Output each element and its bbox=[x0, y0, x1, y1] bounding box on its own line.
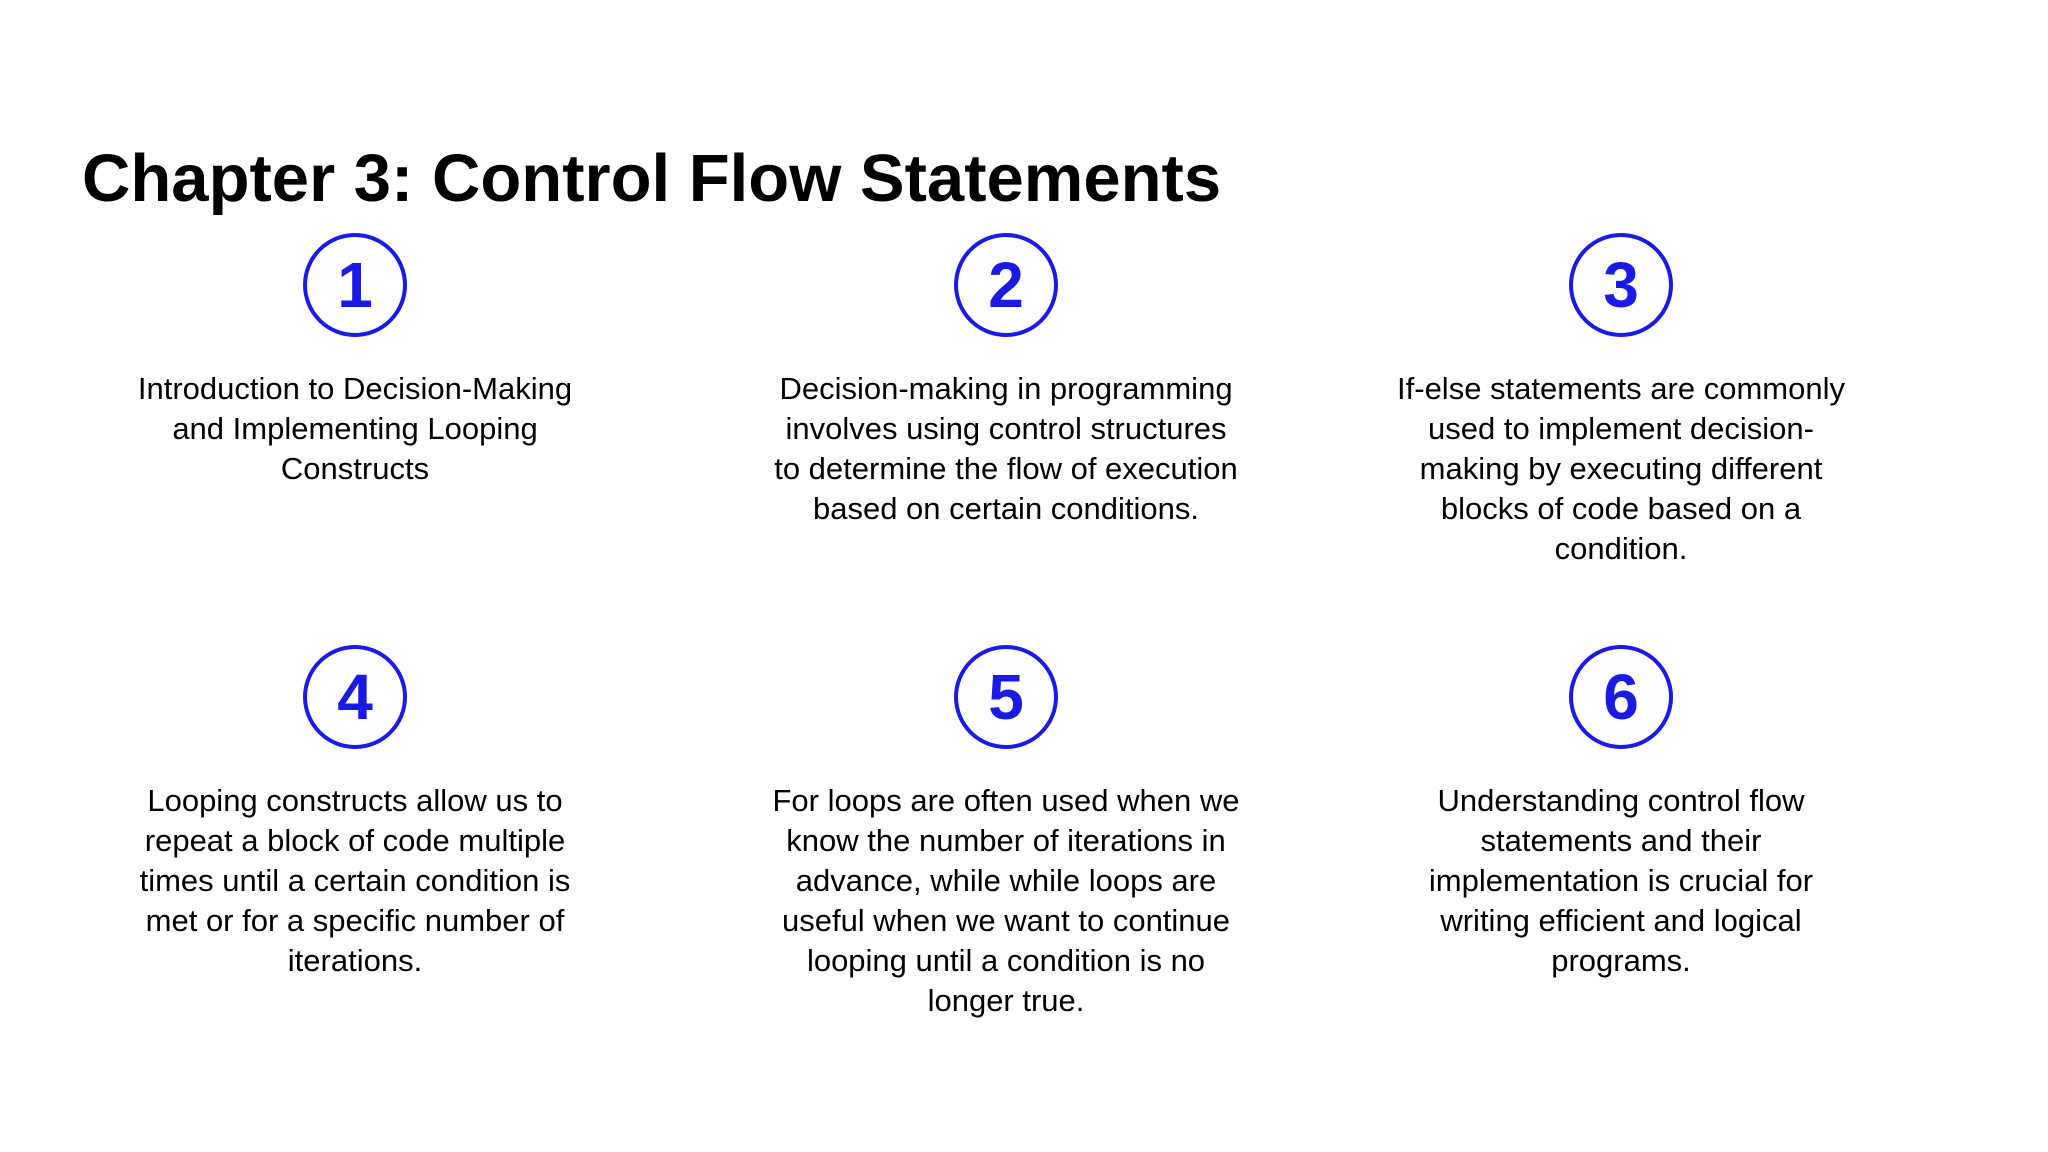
badge-number: 6 bbox=[1603, 661, 1639, 733]
numbered-item-3: 3 If-else statements are commonly used t… bbox=[1361, 233, 1881, 569]
item-description: Looping constructs allow us to repeat a … bbox=[139, 783, 571, 978]
item-description: If-else statements are commonly used to … bbox=[1397, 371, 1845, 566]
numbered-item-1: 1 Introduction to Decision-Making and Im… bbox=[95, 233, 615, 489]
number-badge-circle: 6 bbox=[1569, 645, 1673, 749]
numbered-item-6: 6 Understanding control flow statements … bbox=[1361, 645, 1881, 981]
badge-number: 2 bbox=[988, 249, 1024, 321]
numbered-item-5: 5 For loops are often used when we know … bbox=[746, 645, 1266, 1021]
item-description: Understanding control flow statements an… bbox=[1428, 783, 1814, 978]
badge-number: 1 bbox=[337, 249, 373, 321]
numbered-item-4: 4 Looping constructs allow us to repeat … bbox=[95, 645, 615, 981]
badge-number: 3 bbox=[1603, 249, 1639, 321]
page-title: Chapter 3: Control Flow Statements bbox=[82, 140, 1222, 216]
number-badge-circle: 2 bbox=[954, 233, 1058, 337]
item-description: Introduction to Decision-Making and Impl… bbox=[137, 371, 573, 486]
number-badge-circle: 5 bbox=[954, 645, 1058, 749]
item-description: Decision-making in programming involves … bbox=[774, 371, 1238, 526]
number-badge-circle: 1 bbox=[303, 233, 407, 337]
number-badge-circle: 3 bbox=[1569, 233, 1673, 337]
badge-number: 5 bbox=[988, 661, 1024, 733]
numbered-item-2: 2 Decision-making in programming involve… bbox=[746, 233, 1266, 529]
item-description: For loops are often used when we know th… bbox=[772, 783, 1240, 1018]
badge-number: 4 bbox=[337, 661, 373, 733]
number-badge-circle: 4 bbox=[303, 645, 407, 749]
